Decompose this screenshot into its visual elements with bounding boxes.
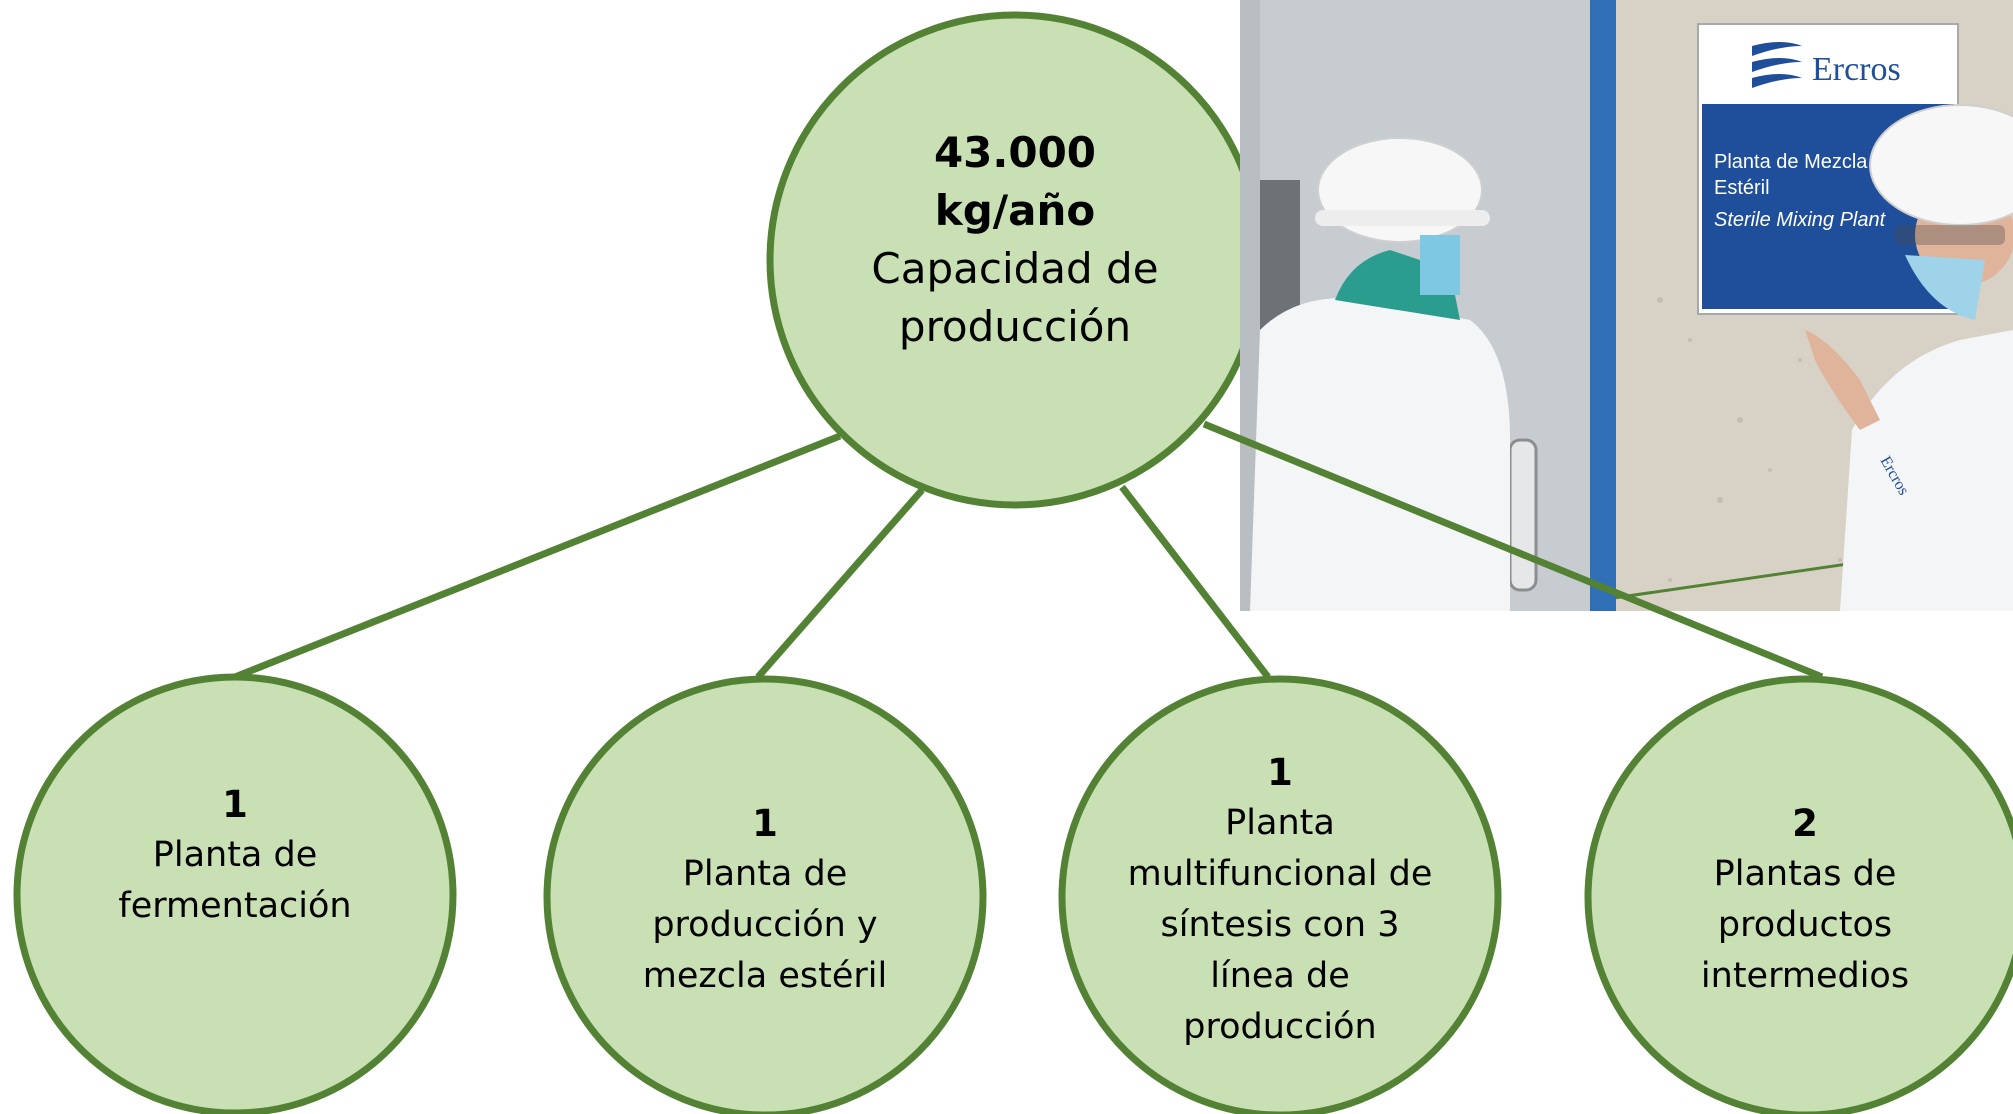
leaf-label-line: mezcla estéril [642, 956, 888, 996]
leaf-node-sterile-mixing-text: 1 Planta de producción y mezcla estéril [580, 790, 950, 1010]
leaf-value: 1 [752, 802, 778, 845]
leaf-node-sterile-mixing-circle [543, 675, 987, 1114]
leaf-label-line: intermedios [1700, 956, 1910, 996]
door-handle [1508, 438, 1538, 592]
leaf-label-line: Plantas de [1713, 854, 1897, 894]
main-node-label-line2: producción [898, 302, 1132, 351]
sign-line-2: Estéril [1714, 177, 1770, 199]
leaf-value: 2 [1792, 802, 1818, 845]
leaf-node-intermediates-text: 2 Plantas de productos intermedios [1630, 790, 1980, 1010]
door-frame [1590, 0, 1616, 611]
main-node-label-line1: Capacidad de [871, 244, 1159, 293]
leaf-label-line: producción [1183, 1007, 1377, 1047]
main-node-text: 43.000 kg/año Capacidad de producción [800, 110, 1230, 370]
sign-line-1: Planta de Mezcla [1714, 151, 1868, 173]
helmet-left [1317, 137, 1483, 243]
leaf-label-line: fermentación [118, 885, 352, 926]
leaf-label-line: producción y [652, 905, 878, 945]
ercros-logo-icon [1752, 42, 1802, 88]
plant-photo: Ercros Planta de Mezcla Estéril Sterile … [1240, 0, 2013, 611]
leaf-value: 1 [222, 782, 248, 826]
main-node-value-line2: kg/año [934, 186, 1096, 235]
leaf-label-line: Planta de [682, 854, 848, 894]
leaf-label-line: síntesis con 3 [1160, 905, 1400, 945]
leaf-label-line: Planta [1225, 803, 1335, 843]
leaf-label-line: Planta de [152, 834, 318, 875]
leaf-node-fermentation-text: 1 Planta de fermentación [55, 780, 415, 930]
connector-fermentation [233, 432, 842, 681]
sign-brand: Ercros [1812, 51, 1901, 88]
person-right: Ercros [1805, 104, 2013, 611]
main-node-value-line1: 43.000 [933, 128, 1097, 177]
leaf-value: 1 [1267, 751, 1293, 794]
helmet-right [1869, 104, 2013, 226]
leaf-label-line: línea de [1210, 956, 1350, 996]
leaf-label-line: multifuncional de [1127, 854, 1433, 894]
leaf-node-multifunctional-text: 1 Planta multifuncional de síntesis con … [1100, 740, 1460, 1060]
leaf-node-fermentation-circle [13, 673, 457, 1114]
connector-sterile-mixing [755, 487, 925, 680]
sign-line-3: Sterile Mixing Plant [1714, 209, 1887, 231]
leaf-label-line: productos [1717, 905, 1893, 945]
